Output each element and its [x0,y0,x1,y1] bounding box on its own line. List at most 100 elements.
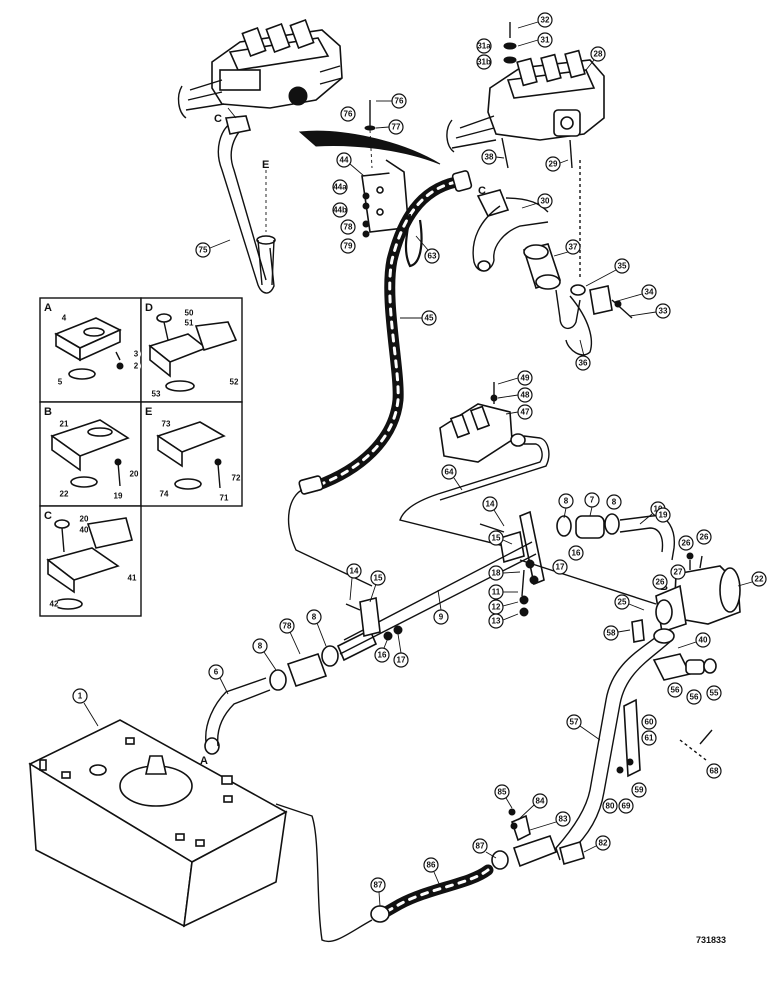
svg-text:48: 48 [521,391,530,400]
svg-text:17: 17 [397,656,406,665]
svg-text:76: 76 [344,110,353,119]
callout-15b: 15 [488,530,504,546]
svg-text:63: 63 [428,252,437,261]
svg-text:44: 44 [340,156,349,165]
callout-7: 7 [584,492,600,508]
svg-text:40: 40 [699,636,708,645]
svg-text:14: 14 [350,567,359,576]
callout-26b: 26 [652,574,668,590]
svg-text:87: 87 [476,842,485,851]
svg-text:41: 41 [128,574,137,583]
callout-12: 12 [488,599,504,615]
callout-47: 47 [517,404,533,420]
inset-e-label-71: 71 [219,493,229,503]
callout-76a: 76 [391,93,407,109]
callout-17b: 17 [552,559,568,575]
callout-19: 19 [655,507,671,523]
svg-text:87: 87 [374,881,383,890]
inset-a-label-2: 2 [131,361,141,371]
inset-a-letter: A [44,302,52,314]
inset-b-label-20: 20 [129,469,139,479]
svg-text:69: 69 [622,802,631,811]
svg-text:3: 3 [134,350,139,359]
tube-30-assembly [472,189,633,356]
inset-e-label-74: 74 [159,489,169,499]
svg-text:8: 8 [612,498,617,507]
svg-text:37: 37 [569,243,578,252]
svg-text:8: 8 [258,642,263,651]
callout-6: 6 [208,664,224,680]
svg-text:10: 10 [654,505,663,514]
callout-57: 57 [566,714,582,730]
svg-text:19: 19 [114,492,123,501]
svg-text:57: 57 [570,718,579,727]
svg-text:83: 83 [559,815,568,824]
callout-26a: 26 [696,529,712,545]
valve-47 [399,382,550,551]
svg-text:15: 15 [492,534,501,543]
svg-text:84: 84 [536,797,545,806]
callout-22: 22 [751,571,767,587]
callout-32: 32 [537,12,553,28]
inset-a: A [39,297,142,403]
svg-text:55: 55 [710,689,719,698]
callout-82: 82 [595,835,611,851]
svg-text:11: 11 [492,588,501,597]
inset-d-letter: D [145,302,153,314]
suction-line-6 [204,541,537,755]
callout-31a: 31a [476,38,492,54]
svg-text:60: 60 [645,718,654,727]
svg-text:42: 42 [50,600,59,609]
inset-d-label-51: 51 [184,318,194,328]
tube-75 [217,107,276,294]
callout-8d: 8 [606,494,622,510]
svg-text:6: 6 [214,668,219,677]
svg-text:20: 20 [80,515,89,524]
callout-64: 64 [441,464,457,480]
svg-text:49: 49 [521,374,530,383]
inset-b: B [39,401,142,507]
callout-40: 40 [695,632,711,648]
svg-text:61: 61 [645,734,654,743]
inset-labels: 4 3 2 5 50 51 52 53 21 20 19 22 73 72 71… [49,308,241,609]
callout-84: 84 [532,793,548,809]
svg-text:21: 21 [60,420,69,429]
callout-18: 18 [488,565,504,581]
callout-78b: 78 [340,219,356,235]
svg-text:56: 56 [690,693,699,702]
callout-16: 16 [374,647,390,663]
svg-text:31b: 31b [477,58,491,67]
callout-79: 79 [340,238,356,254]
svg-text:1: 1 [78,692,83,701]
callout-87: 87 [472,838,488,854]
callout-1: 1 [72,688,88,704]
callout-44: 44 [336,152,352,168]
view-letter-c-left: C [214,113,222,125]
callout-55: 55 [706,685,722,701]
callout-63: 63 [424,248,440,264]
svg-text:16: 16 [572,549,581,558]
svg-text:12: 12 [492,603,501,612]
svg-text:78: 78 [283,622,292,631]
svg-text:40: 40 [80,526,89,535]
tube-57 [555,628,717,866]
inset-c-letter: C [44,510,52,522]
callout-8b: 8 [306,609,322,625]
inset-e: E [140,401,243,507]
svg-text:53: 53 [152,390,161,399]
svg-text:79: 79 [344,242,353,251]
svg-text:59: 59 [635,786,644,795]
svg-text:85: 85 [498,788,507,797]
svg-text:18: 18 [492,569,501,578]
svg-text:31: 31 [541,36,550,45]
callout-17: 17 [393,652,409,668]
svg-text:75: 75 [199,246,208,255]
fasteners-top-right [501,22,581,280]
svg-text:17: 17 [556,563,565,572]
callout-77: 77 [388,119,404,135]
callout-45: 45 [421,310,437,326]
callout-35: 35 [614,258,630,274]
callout-8: 8 [252,638,268,654]
callout-80: 80 [602,798,618,814]
svg-text:28: 28 [594,50,603,59]
